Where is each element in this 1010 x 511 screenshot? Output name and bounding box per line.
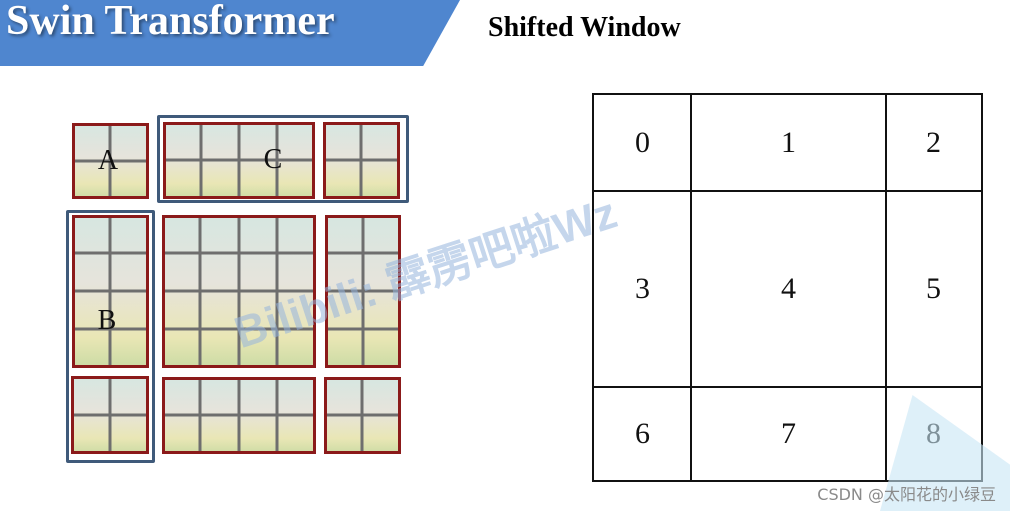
grid-cell-6: 6 <box>593 386 692 481</box>
header-banner: Swin Transformer <box>0 0 460 66</box>
group-outline-b <box>66 210 155 463</box>
grid-cell-1: 1 <box>690 94 887 192</box>
window-a <box>72 123 149 199</box>
diagram-subtitle: Shifted Window <box>488 12 681 43</box>
window-b-top <box>72 215 149 368</box>
grid-cell-2: 2 <box>885 94 982 192</box>
window-right <box>325 215 401 368</box>
grid-cell-3: 3 <box>593 190 692 388</box>
grid-cell-5: 5 <box>885 190 982 388</box>
window-center <box>162 215 316 368</box>
grid-cell-4: 4 <box>690 190 887 388</box>
window-c-left <box>163 122 315 199</box>
region-label-b: B <box>97 305 117 336</box>
region-label-a: A <box>97 145 119 176</box>
credit-text: CSDN @太阳花的小绿豆 <box>817 485 996 504</box>
header-title: Swin Transformer <box>6 0 335 44</box>
grid-cell-0: 0 <box>593 94 692 192</box>
grid-cell-7: 7 <box>690 386 887 481</box>
group-outline-c <box>157 115 409 203</box>
window-corner <box>324 377 401 454</box>
window-index-grid: 0 1 2 3 4 5 6 7 8 <box>592 93 983 482</box>
window-b-bottom <box>71 376 149 454</box>
window-bottom <box>162 377 316 454</box>
window-c-right <box>323 122 400 199</box>
region-label-c: C <box>263 144 283 175</box>
